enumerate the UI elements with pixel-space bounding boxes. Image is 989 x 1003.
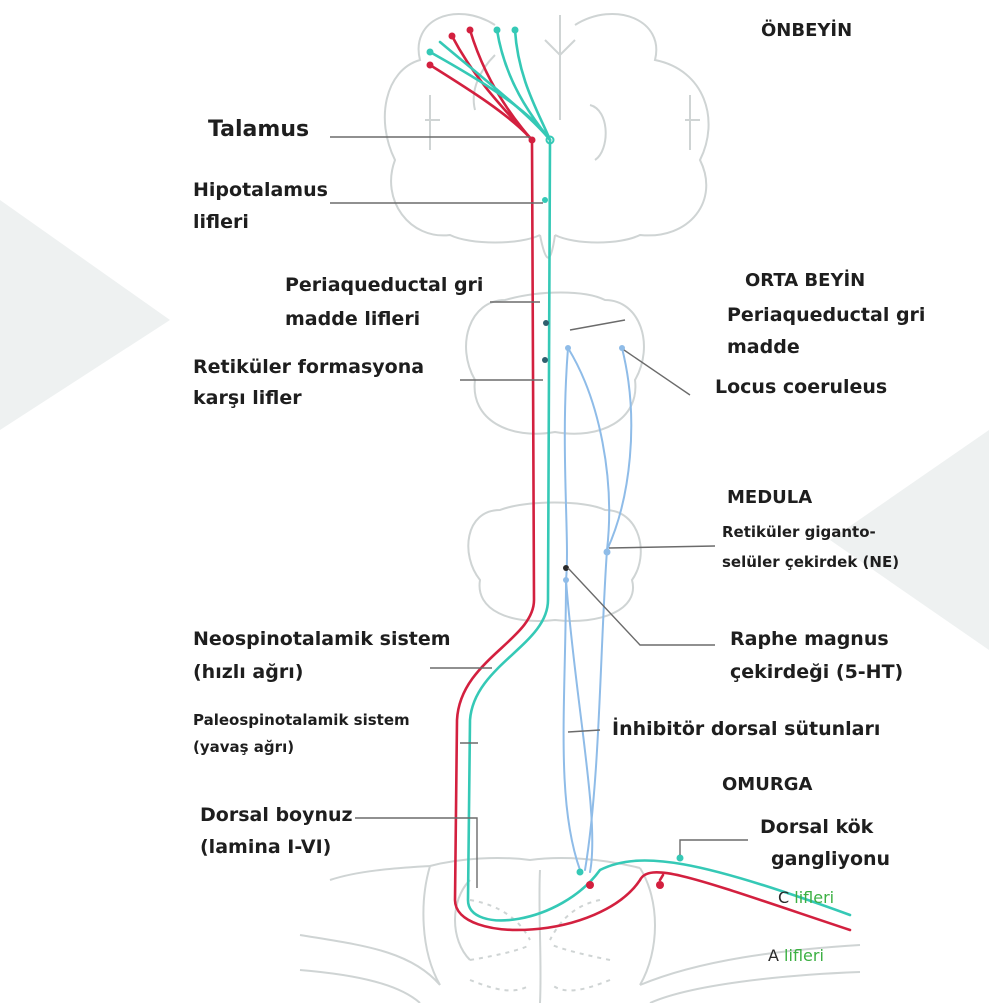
pag-fiber-neuron: [543, 320, 549, 326]
pag-neuron: [565, 345, 571, 351]
raphe-leader: [568, 568, 715, 645]
a-fibers-word: lifleri: [784, 946, 824, 965]
ganglion-cyan-neuron: [677, 855, 684, 862]
gigantocellular-neuron: [604, 549, 611, 556]
paleospinothalamic-label-line2: (yavaş ağrı): [193, 735, 294, 759]
a-fibers-letter: A: [768, 946, 779, 965]
dorsal-horn-leader: [355, 818, 477, 888]
midbrain-outline: [466, 293, 644, 434]
inhib-leader: [568, 730, 600, 732]
pag-label-line1: Periaqueductal gri: [727, 298, 925, 332]
gigantocellular-leader: [609, 546, 715, 548]
raphe-label-line2: çekirdeği (5-HT): [730, 655, 903, 689]
locus-leader: [624, 350, 690, 395]
dorsal-horn-label-line2: (lamina I-VI): [200, 830, 331, 864]
ganglion-label-line2: gangliyonu: [771, 842, 890, 876]
leader-lines: [330, 137, 748, 888]
region-medulla-label: MEDULA: [727, 481, 812, 515]
hypothalamus-neuron: [542, 197, 548, 203]
reticular-fibers-label-line2: karşı lifler: [193, 381, 302, 415]
region-midbrain-label: ORTA BEYİN: [745, 264, 865, 298]
gigantocellular-label-line2: selüler çekirdek (NE): [722, 550, 899, 574]
talamus-label: Talamus: [208, 113, 309, 147]
pag-fibers-label-line2: madde lifleri: [285, 302, 420, 336]
raphe-neuron-2: [563, 577, 569, 583]
dorsal-horn-label-line1: Dorsal boynuz: [200, 798, 353, 832]
raphe-label-line1: Raphe magnus: [730, 622, 889, 656]
gigantocellular-label-line1: Retiküler giganto-: [722, 520, 876, 544]
c-fibers-label: C lifleri: [778, 888, 834, 907]
hypothalamus-label-line2: lifleri: [193, 205, 249, 239]
afferent-tip-1: [427, 62, 434, 69]
afferent-tip-3: [467, 27, 474, 34]
reticular-fibers-label-line1: Retiküler formasyona: [193, 350, 424, 384]
pag-fibers-label-line1: Periaqueductal gri: [285, 268, 483, 302]
ganglion-label-line1: Dorsal kök: [760, 810, 873, 844]
blue-inhibitory-fiber: [564, 348, 632, 872]
afferent-tip-2: [449, 33, 456, 40]
neospinothalamic-label-line1: Neospinotalamik sistem: [193, 622, 451, 656]
ganglion-red-neuron: [656, 881, 664, 889]
afferent-tip-5: [494, 27, 501, 34]
locus-coeruleus-label: Locus coeruleus: [715, 370, 887, 404]
region-forebrain-label: ÖNBEYİN: [761, 14, 852, 48]
inhibitory-columns-label: İnhibitör dorsal sütunları: [612, 712, 880, 746]
pag-leader: [570, 320, 625, 330]
dorsal-horn-red-neuron: [586, 881, 594, 889]
ganglion-leader: [680, 840, 748, 855]
reticular-fiber-neuron: [542, 357, 548, 363]
neuron-dots: [427, 27, 684, 890]
region-spine-label: OMURGA: [722, 768, 812, 802]
neospinothalamic-label-line2: (hızlı ağrı): [193, 655, 303, 689]
afferent-tip-4: [427, 49, 434, 56]
spinal-cord-outline: [300, 858, 860, 1003]
afferent-tip-6: [512, 27, 519, 34]
paleospinothalamic-label-line1: Paleospinotalamik sistem: [193, 708, 410, 732]
a-fibers-label: A lifleri: [768, 946, 824, 965]
c-fibers-word: lifleri: [794, 888, 834, 907]
hypothalamus-label-line1: Hipotalamus: [193, 173, 328, 207]
c-fibers-letter: C: [778, 888, 789, 907]
pag-label-line2: madde: [727, 330, 800, 364]
dorsal-horn-cyan-neuron: [577, 869, 584, 876]
medulla-outline: [468, 503, 640, 621]
